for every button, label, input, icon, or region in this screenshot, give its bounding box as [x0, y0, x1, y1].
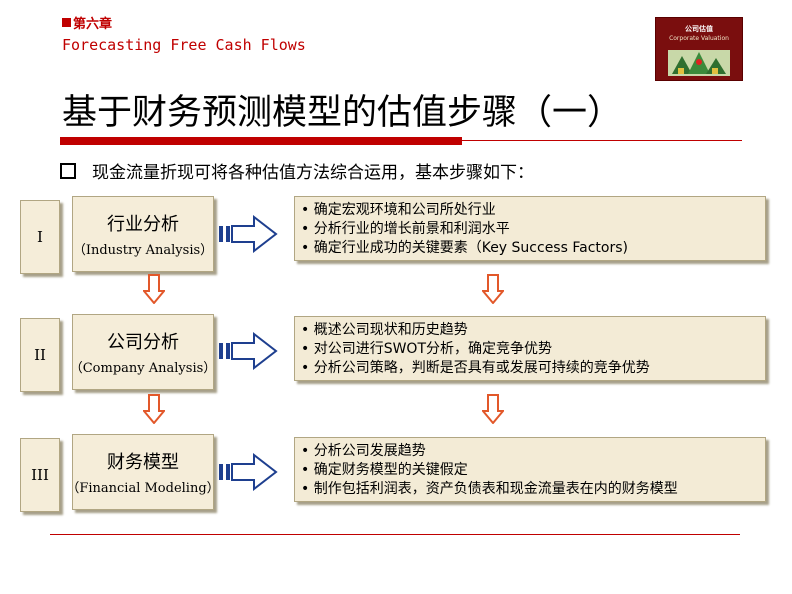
step-name-zh: 公司分析: [107, 332, 179, 353]
step-name-zh: 财务模型: [107, 452, 179, 473]
step-numeral: I: [20, 200, 60, 274]
detail-item: • 分析行业的增长前景和利润水平: [301, 221, 510, 237]
detail-item: • 对公司进行SWOT分析，确定竞争优势: [301, 341, 553, 357]
down-arrow-icon: [482, 394, 504, 424]
step-name-box: 行业分析 （Industry Analysis）: [72, 196, 214, 272]
chapter-label: 第六章: [62, 13, 112, 32]
detail-item: • 制作包括利润表，资产负债表和现金流量表在内的财务模型: [301, 481, 678, 497]
detail-item: • 分析公司策略，判断是否具有或发展可持续的竞争优势: [301, 360, 650, 376]
step-detail-box: • 分析公司发展趋势 • 确定财务模型的关键假定 • 制作包括利润表，资产负债表…: [294, 437, 766, 502]
intro-line: 现金流量折现可将各种估值方法综合运用，基本步骤如下：: [60, 158, 534, 183]
step-name-zh: 行业分析: [107, 214, 179, 235]
bullet-square-icon: [62, 18, 71, 27]
title-underline-accent: [60, 137, 462, 145]
footer-divider: [50, 534, 740, 535]
step-detail-box: • 概述公司现状和历史趋势 • 对公司进行SWOT分析，确定竞争优势 • 分析公…: [294, 316, 766, 381]
chapter-text: 第六章: [73, 17, 113, 32]
step-numeral: II: [20, 318, 60, 392]
down-arrow-icon: [482, 274, 504, 304]
logo-illustration-icon: [668, 50, 730, 76]
step-name-en: （Financial Modeling）: [66, 481, 220, 496]
page-title: 基于财务预测模型的估值步骤（一）: [62, 93, 623, 133]
step-name-box: 财务模型 （Financial Modeling）: [66, 434, 220, 510]
logo-title: 公司估值: [685, 25, 713, 33]
chapter-subtitle: Forecasting Free Cash Flows: [62, 36, 306, 54]
detail-item: • 确定行业成功的关键要素（Key Success Factors): [301, 240, 628, 256]
bullet-box-icon: [60, 163, 76, 179]
detail-item: • 概述公司现状和历史趋势: [301, 322, 468, 338]
step-name-box: 公司分析 （Company Analysis）: [69, 314, 217, 390]
step-name-en: （Company Analysis）: [69, 361, 217, 376]
down-arrow-icon: [143, 394, 165, 424]
right-arrow-icon: [219, 215, 278, 253]
step-detail-box: • 确定宏观环境和公司所处行业 • 分析行业的增长前景和利润水平 • 确定行业成…: [294, 196, 766, 261]
step-numeral: III: [20, 438, 60, 512]
detail-item: • 确定财务模型的关键假定: [301, 462, 468, 478]
right-arrow-icon: [219, 332, 278, 370]
right-arrow-icon: [219, 453, 278, 491]
course-logo: 公司估值 Corporate Valuation: [655, 17, 743, 81]
intro-text: 现金流量折现可将各种估值方法综合运用，基本步骤如下：: [92, 163, 534, 183]
detail-item: • 分析公司发展趋势: [301, 443, 426, 459]
step-name-en: （Industry Analysis）: [72, 243, 214, 258]
down-arrow-icon: [143, 274, 165, 304]
title-underline: [60, 140, 742, 141]
logo-subtitle: Corporate Valuation: [669, 35, 729, 42]
detail-item: • 确定宏观环境和公司所处行业: [301, 202, 496, 218]
